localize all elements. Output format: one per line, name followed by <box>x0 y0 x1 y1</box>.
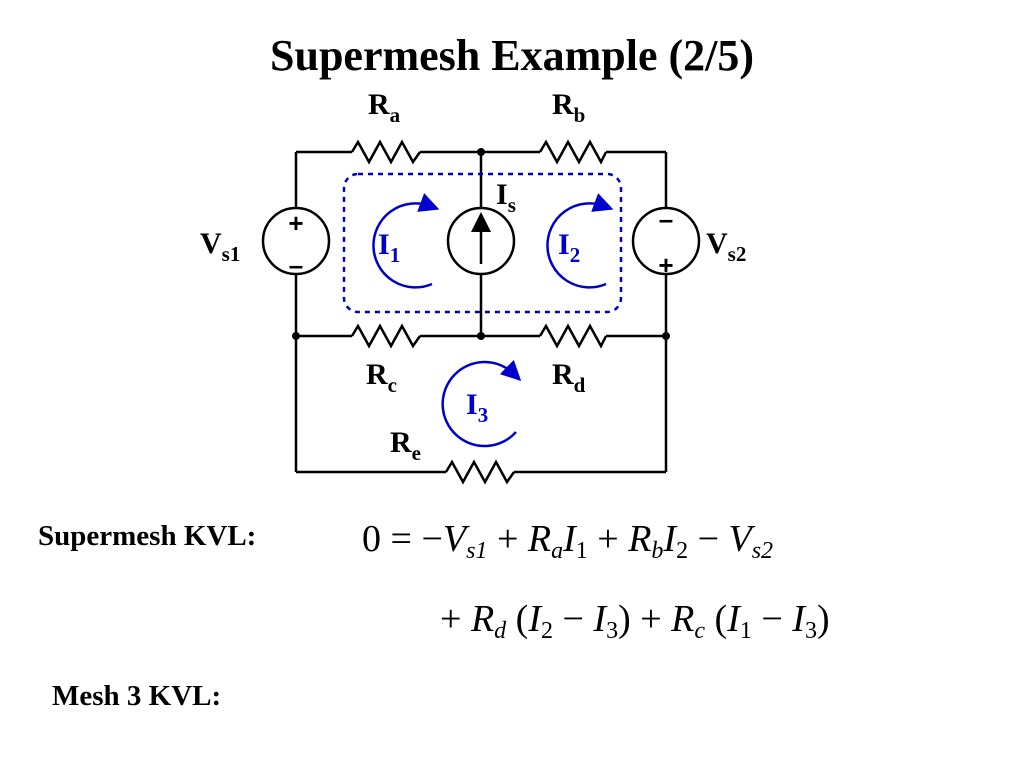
label-ra: Ra <box>368 88 401 127</box>
vs1-minus-sign: – <box>289 250 303 280</box>
label-vs2: Vs2 <box>706 227 746 266</box>
slide-title: Supermesh Example (2/5) <box>270 31 754 80</box>
mesh3-kvl-label: Mesh 3 KVL: <box>52 680 222 712</box>
supermesh-equation-line2: + Rd (I2 − I3) + Rc (I1 − I3) <box>440 598 830 644</box>
vs1-plus-sign: + <box>288 208 303 238</box>
resistor-ra <box>350 139 422 165</box>
mesh-arrow-i1-icon <box>372 193 440 289</box>
current-source-is <box>446 206 516 276</box>
junction-nodes <box>292 148 670 340</box>
resistor-rc <box>350 323 422 349</box>
label-re: Re <box>390 426 421 465</box>
label-is: Is <box>496 178 516 217</box>
supermesh-boundary <box>342 172 623 314</box>
node-mid-center <box>477 332 485 340</box>
resistor-rb <box>538 139 608 165</box>
label-mesh-i3: I3 <box>466 388 488 427</box>
label-mesh-i2: I2 <box>558 228 580 267</box>
label-rd: Rd <box>552 358 586 397</box>
vs2-plus-sign: + <box>658 250 673 280</box>
voltage-source-vs2: – + <box>631 204 701 280</box>
node-mid-left <box>292 332 300 340</box>
label-mesh-i1: I1 <box>378 228 400 267</box>
label-vs1: Vs1 <box>200 227 240 266</box>
label-rc: Rc <box>366 358 397 397</box>
vs2-minus-sign: – <box>659 204 673 234</box>
resistor-re <box>444 459 516 485</box>
supermesh-equation-line1: 0 = −Vs1 + RaI1 + RbI2 − Vs2 <box>362 518 774 564</box>
mesh-arrow-i2-icon <box>546 193 614 289</box>
node-mid-right <box>662 332 670 340</box>
node-top-mid <box>477 148 485 156</box>
label-rb: Rb <box>552 88 585 127</box>
mesh-arrow-i3-icon <box>441 359 522 448</box>
supermesh-kvl-label: Supermesh KVL: <box>38 520 257 552</box>
resistor-rd <box>538 323 608 349</box>
voltage-source-vs1: + – <box>261 206 331 280</box>
